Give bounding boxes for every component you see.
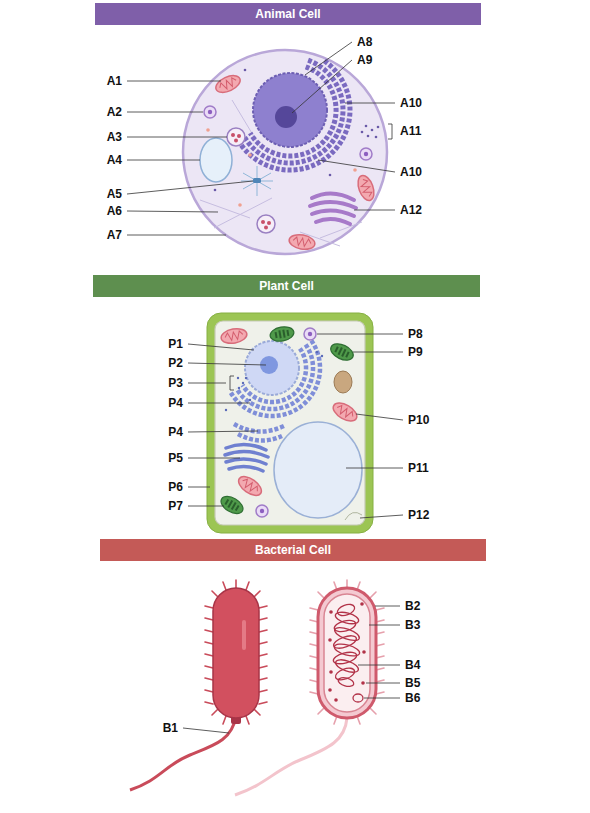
callout-label: A8: [357, 35, 372, 49]
callout-label: P10: [408, 413, 429, 427]
callout-label: B1: [163, 721, 178, 735]
callout-label: P2: [168, 356, 183, 370]
title-band: Animal Cell: [95, 3, 481, 25]
callout-label: A2: [107, 105, 122, 119]
callout-label: P8: [408, 327, 423, 341]
callout-label: A6: [107, 204, 122, 218]
title-band: Bacterial Cell: [100, 539, 486, 561]
callout-label: B6: [405, 691, 420, 705]
title-band: Plant Cell: [93, 275, 480, 297]
callout-label: B5: [405, 676, 420, 690]
callout-label: A10: [400, 96, 422, 110]
callout-label: A7: [107, 228, 122, 242]
band-title: Plant Cell: [259, 279, 314, 293]
callout-label: A3: [107, 130, 122, 144]
callout-label: A1: [107, 74, 122, 88]
callout-label: P9: [408, 345, 423, 359]
callout-label: P6: [168, 480, 183, 494]
callout-label: B4: [405, 658, 420, 672]
callout-label: P4: [168, 396, 183, 410]
callout-label: A9: [357, 53, 372, 67]
callout-label: P1: [168, 337, 183, 351]
callout-label: P4: [168, 425, 183, 439]
callout-label: A12: [400, 203, 422, 217]
callout-label: P5: [168, 451, 183, 465]
callout-label: P12: [408, 508, 429, 522]
callout-label: A5: [107, 187, 122, 201]
band-title: Bacterial Cell: [255, 543, 331, 557]
callout-label: P11: [408, 461, 429, 475]
callout-label: P7: [168, 499, 183, 513]
band-title: Animal Cell: [255, 7, 320, 21]
callout-label: A11: [400, 124, 421, 138]
callout-label: A4: [107, 153, 122, 167]
callout-label: P3: [168, 376, 183, 390]
callout-label: B2: [405, 599, 420, 613]
callout-label: A10: [400, 165, 422, 179]
callout-label: B3: [405, 618, 420, 632]
